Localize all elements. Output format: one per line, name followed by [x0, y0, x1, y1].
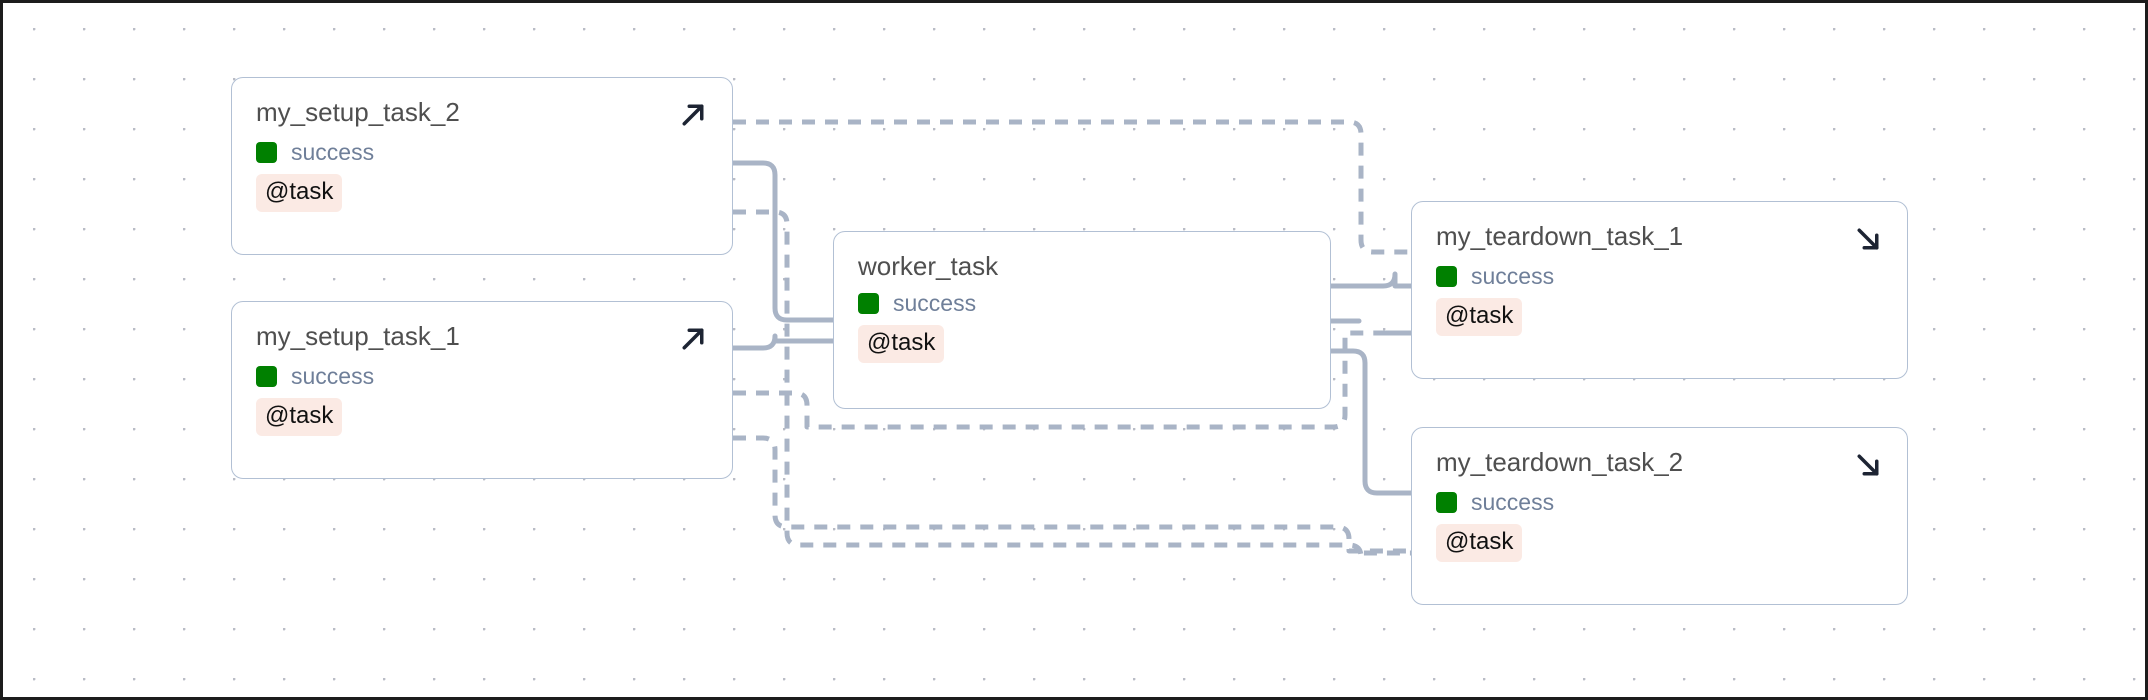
status-indicator-success — [858, 292, 879, 314]
edge-setup2-to-worker — [730, 160, 836, 323]
task-node-my-setup-task-2[interactable]: my_setup_task_2 success @task — [231, 77, 733, 255]
node-status-row: success — [256, 365, 708, 388]
status-label: success — [291, 363, 375, 389]
node-badge-row: @task — [256, 398, 708, 436]
node-title: my_setup_task_1 — [256, 321, 460, 351]
node-badge-row: @task — [1436, 298, 1883, 336]
node-badge-row: @task — [1436, 524, 1883, 562]
task-decorator-badge: @task — [1436, 524, 1523, 562]
arrow-up-right-icon — [682, 104, 704, 126]
node-title: my_teardown_task_2 — [1436, 447, 1684, 477]
status-indicator-success — [256, 142, 277, 163]
node-badge-row: @task — [858, 324, 1306, 363]
node-header: my_teardown_task_1 — [1436, 222, 1883, 254]
status-label: success — [893, 289, 977, 316]
node-header: my_teardown_task_2 — [1436, 448, 1883, 480]
status-indicator-success — [1436, 266, 1457, 287]
task-node-worker-task[interactable]: worker_task success @task — [833, 231, 1331, 409]
node-status-row: success — [1436, 491, 1883, 514]
arrow-down-right-icon — [1857, 228, 1879, 250]
status-label: success — [1471, 263, 1555, 289]
task-decorator-badge: @task — [858, 324, 945, 363]
node-badge-row: @task — [256, 174, 708, 212]
task-node-my-setup-task-1[interactable]: my_setup_task_1 success @task — [231, 301, 733, 479]
task-decorator-badge: @task — [256, 174, 343, 212]
node-title: my_setup_task_2 — [256, 97, 460, 127]
arrow-up-right-icon — [682, 328, 704, 350]
task-node-my-teardown-task-1[interactable]: my_teardown_task_1 success @task — [1411, 201, 1908, 379]
edge-setup1-to-worker — [730, 333, 836, 351]
node-header: worker_task — [858, 252, 1306, 281]
task-decorator-badge: @task — [1436, 298, 1523, 336]
node-status-row: success — [1436, 265, 1883, 288]
edge-setup1-to-teardown2 — [733, 435, 1411, 554]
edge-worker-to-teardown2 — [1328, 348, 1414, 496]
status-indicator-success — [256, 366, 277, 387]
edge-worker-to-teardown1 — [1328, 271, 1414, 289]
node-header: my_setup_task_2 — [256, 98, 708, 130]
arrow-down-right-icon — [1857, 454, 1879, 476]
task-decorator-badge: @task — [256, 398, 343, 436]
node-title: my_teardown_task_1 — [1436, 221, 1684, 251]
node-header: my_setup_task_1 — [256, 322, 708, 354]
status-indicator-success — [1436, 492, 1457, 513]
task-node-my-teardown-task-2[interactable]: my_teardown_task_2 success @task — [1411, 427, 1908, 605]
node-status-row: success — [256, 141, 708, 164]
status-label: success — [291, 139, 375, 165]
node-status-row: success — [858, 289, 1306, 316]
status-label: success — [1471, 489, 1555, 515]
node-title: worker_task — [858, 251, 999, 281]
